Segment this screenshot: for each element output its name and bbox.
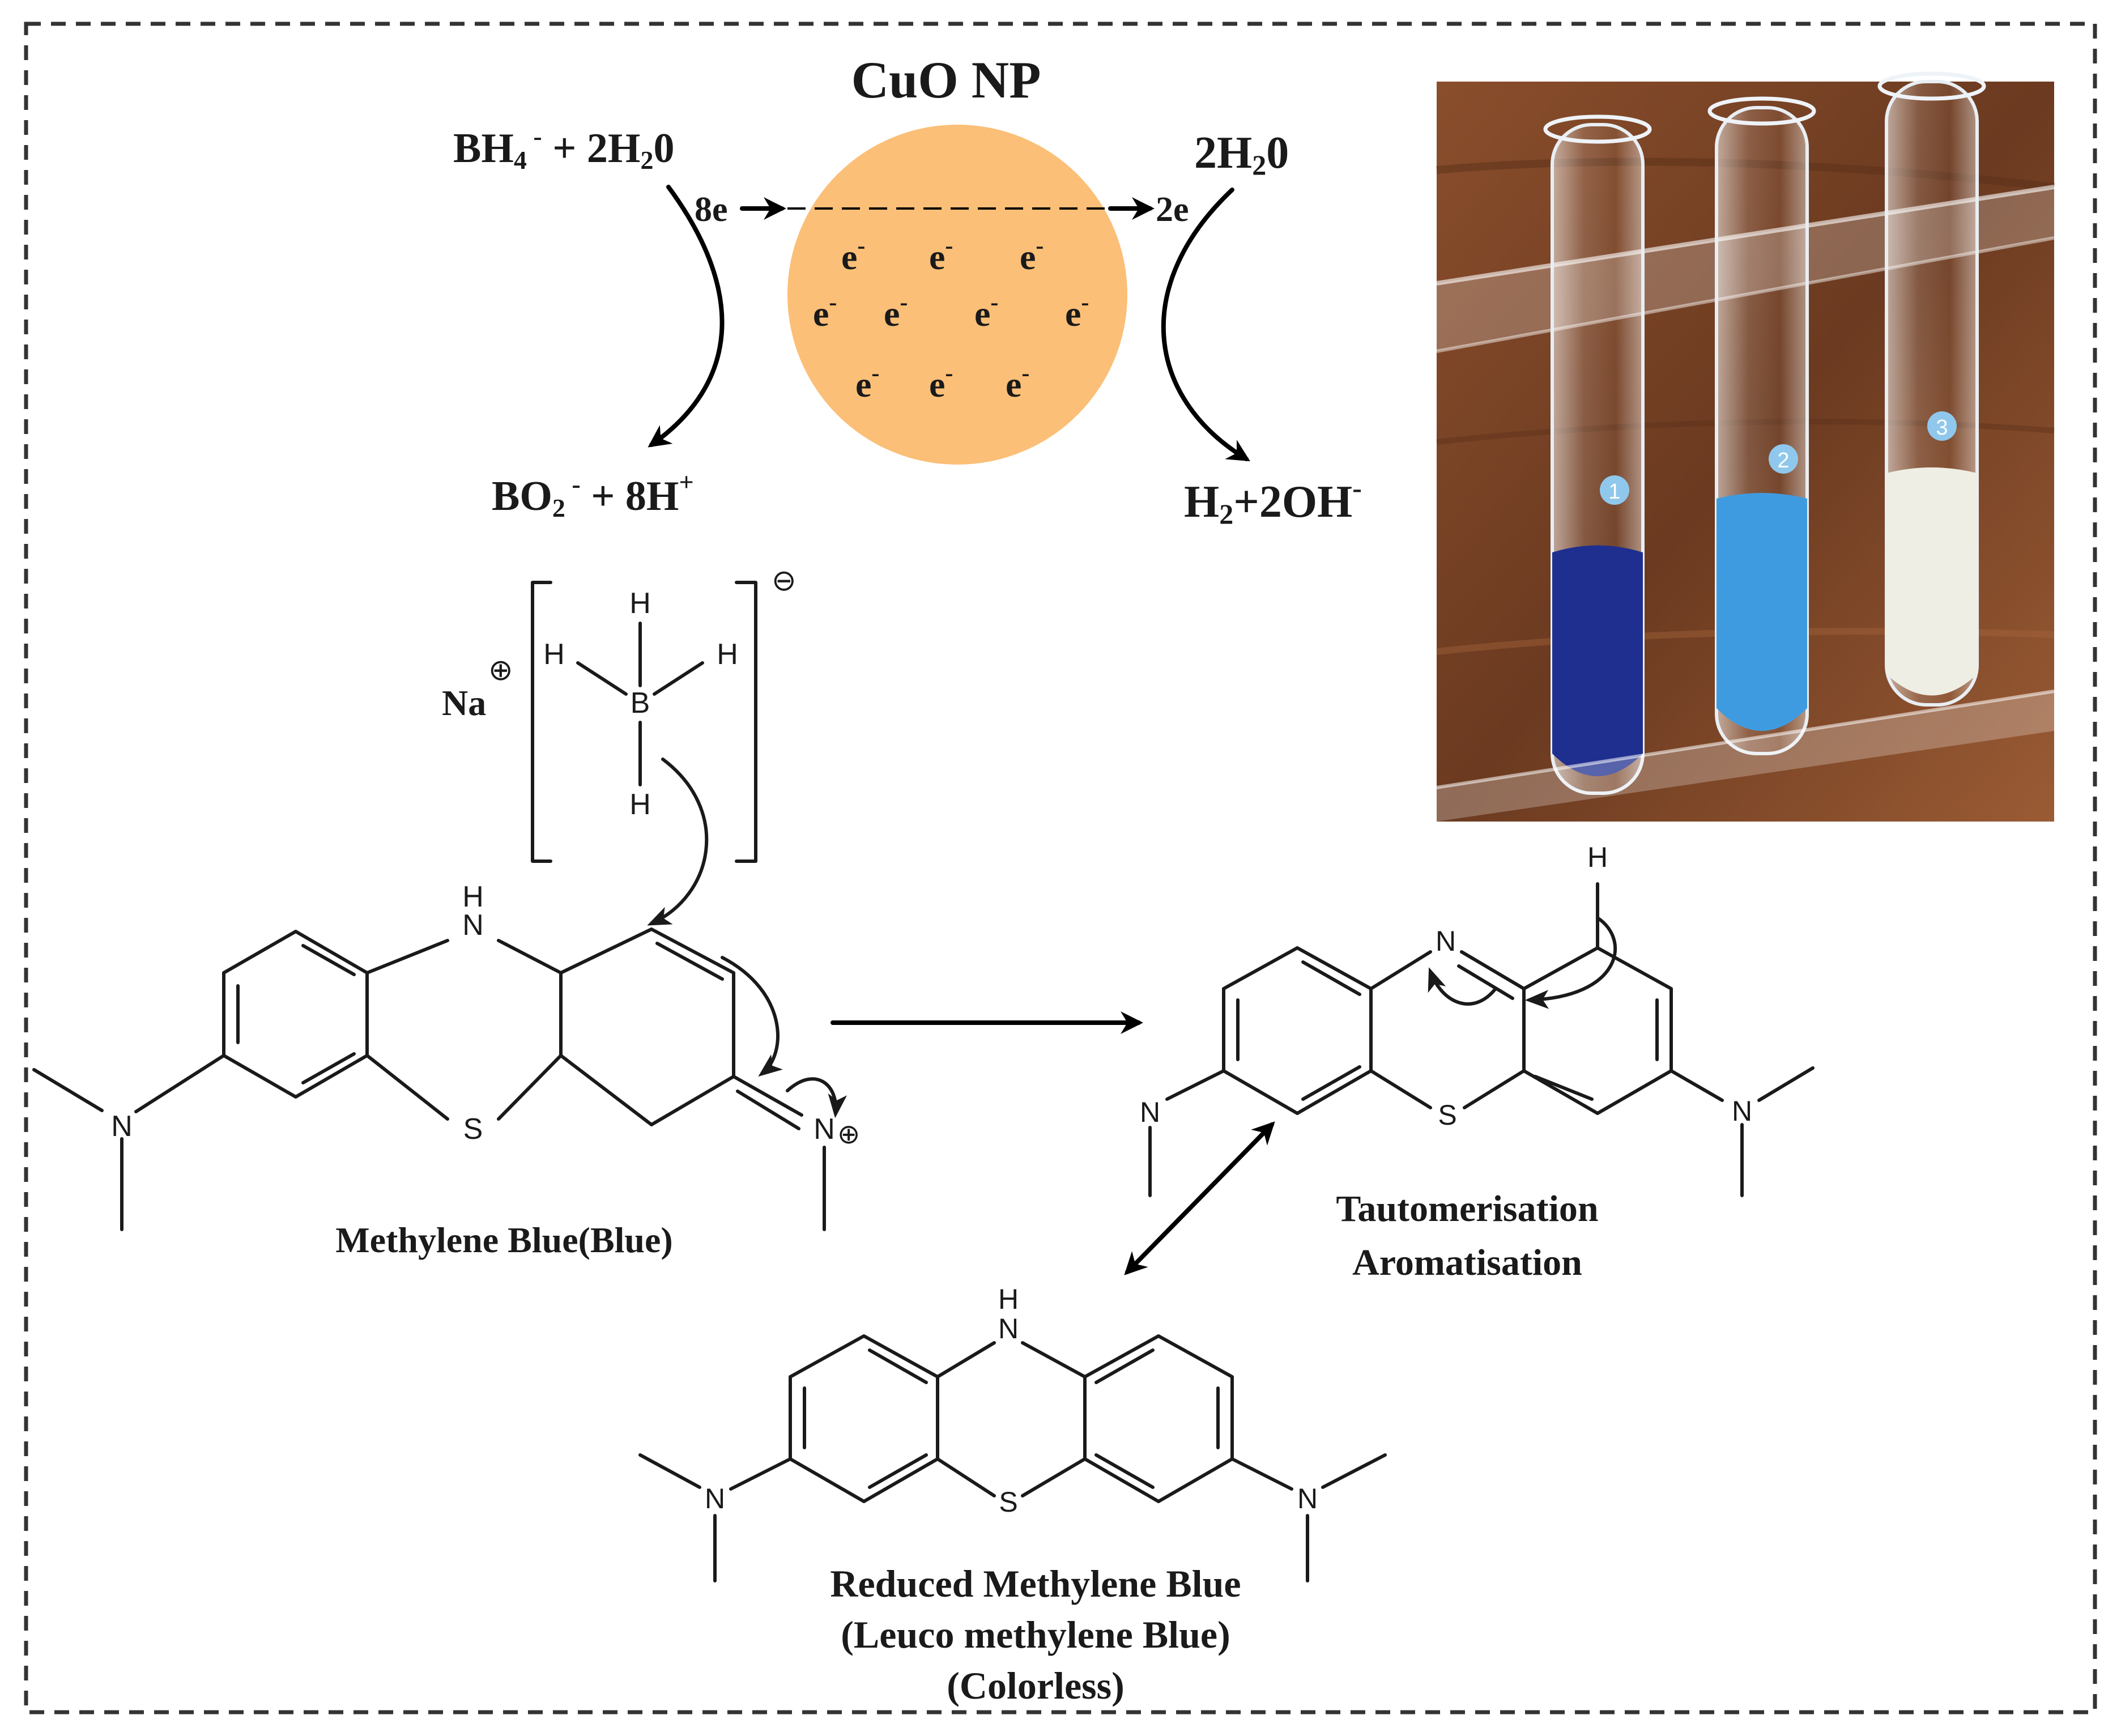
leuco-left-nitrogen: N <box>705 1483 725 1514</box>
sodium-cation: Na <box>442 683 486 723</box>
equilibrium-arrow <box>1124 1121 1275 1275</box>
leuco-hydrogen: H <box>998 1283 1019 1315</box>
int-sulfur: S <box>1438 1099 1456 1131</box>
int-ring-nitrogen: N <box>1436 925 1456 957</box>
hydrogen-left: H <box>543 638 565 671</box>
sodium-charge: ⊕ <box>488 654 513 687</box>
left-product: BO2 - + 8H+ <box>492 467 694 522</box>
taut-label-1: Tautomerisation <box>1336 1188 1598 1229</box>
left-curved-arrow <box>648 185 725 448</box>
mb-nh-nitrogen: N <box>462 909 484 942</box>
hydrogen-right: H <box>717 638 738 671</box>
tube-label-1: 1 <box>1608 480 1620 504</box>
right-reactant: 2H20 <box>1194 128 1289 181</box>
boron-atom: B <box>631 687 650 720</box>
reduced-label-2: (Leuco methylene Blue) <box>841 1613 1230 1656</box>
hydride-attack-arrow <box>647 758 709 926</box>
int-hydrogen: H <box>1587 841 1608 873</box>
int-left-nitrogen: N <box>1140 1096 1160 1128</box>
electron-cloud: e-e-e-e-e-e-e-e-e-e- <box>813 233 1089 405</box>
left-reactant: BH4 - + 2H20 <box>453 122 674 175</box>
right-bracket <box>735 581 757 863</box>
leuco-methylene-blue-structure <box>638 1334 1387 1582</box>
right-curved-arrow <box>1161 188 1250 462</box>
reduced-label-1: Reduced Methylene Blue <box>830 1562 1241 1605</box>
mb-iminium-nitrogen: N <box>814 1113 835 1146</box>
mb-label: Methylene Blue(Blue) <box>335 1220 672 1260</box>
tube-label-2: 2 <box>1777 449 1789 473</box>
left-electron-count: 8e <box>695 190 728 229</box>
mb-nh-hydrogen: H <box>462 880 484 913</box>
tautomer-intermediate-structure <box>1148 882 1815 1197</box>
mb-iminium-charge: ⊕ <box>837 1120 860 1150</box>
hydrogen-top: H <box>629 587 651 620</box>
right-electron-count: 2e <box>1156 190 1189 229</box>
right-product: H2+2OH- <box>1184 472 1362 530</box>
left-bracket <box>531 581 552 863</box>
dashed-frame <box>24 22 2097 1714</box>
taut-label-2: Aromatisation <box>1352 1242 1582 1283</box>
mb-sulfur: S <box>463 1113 483 1146</box>
leuco-sulfur: S <box>999 1486 1017 1518</box>
anion-charge: ⊖ <box>772 564 797 597</box>
nanoparticle-title: CuO NP <box>851 51 1041 109</box>
tube-label-3: 3 <box>1936 416 1948 440</box>
test-tube-photo <box>1436 71 2055 822</box>
hydrogen-bottom: H <box>629 788 651 821</box>
int-right-nitrogen: N <box>1732 1095 1752 1127</box>
leuco-nitrogen: N <box>998 1313 1019 1344</box>
leuco-right-nitrogen: N <box>1297 1483 1318 1514</box>
reduced-label-3: (Colorless) <box>947 1664 1124 1707</box>
mb-dimethylamino-nitrogen: N <box>111 1110 133 1143</box>
methylene-blue-structure <box>32 927 847 1231</box>
